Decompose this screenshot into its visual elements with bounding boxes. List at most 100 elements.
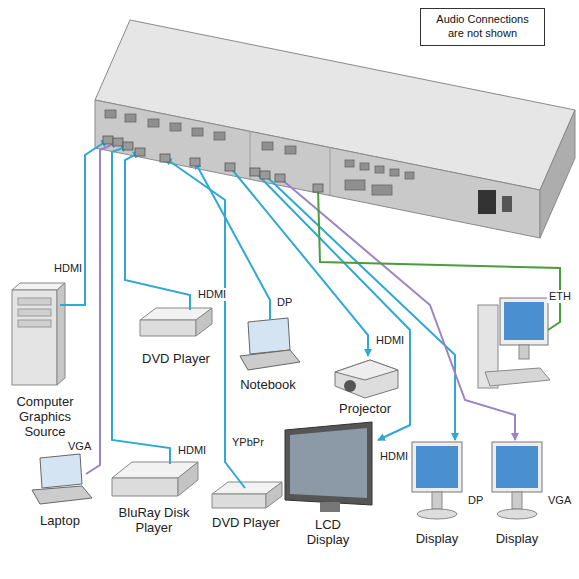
graphics-tower-icon (18, 320, 51, 327)
display-icon (417, 509, 457, 519)
device-name: LCD Display (298, 518, 358, 548)
note-text: Audio Connections are not shown (427, 13, 538, 41)
laptop-icon (32, 454, 92, 504)
switcher-chassis (95, 100, 540, 238)
projector-icon (335, 360, 398, 380)
notebook-icon (248, 318, 290, 354)
device-name: BluRay Disk Player (116, 506, 192, 536)
laptop-icon (32, 486, 92, 504)
signal-label: VGA (66, 440, 93, 453)
notebook-icon (240, 318, 300, 370)
pc-icon (519, 345, 529, 359)
cable-plug (225, 163, 235, 171)
cable-plug (313, 184, 323, 192)
cable (112, 146, 170, 464)
bluray-player-icon (178, 462, 198, 496)
display-icon (492, 442, 542, 519)
projector-icon (335, 360, 398, 398)
device-label: DVD Player (206, 516, 286, 533)
device-label: Computer Graphics Source (5, 395, 85, 442)
lcd-display-icon (285, 422, 372, 512)
cable-plug (123, 142, 133, 150)
graphics-tower-icon (12, 283, 65, 290)
pc-icon (504, 302, 544, 340)
signal-label: ETH (547, 290, 573, 303)
pc-icon (500, 298, 548, 345)
device-label: Notebook (228, 378, 308, 395)
device-name: Computer Graphics Source (5, 395, 85, 440)
panel-connectors (375, 166, 384, 173)
switcher-chassis (540, 110, 575, 238)
device-name: DVD Player (206, 516, 286, 531)
plug-layer (103, 136, 323, 192)
signal-label: DP (275, 296, 294, 309)
dvd-player-icon (196, 308, 212, 336)
dvd-player-icon (140, 308, 212, 336)
graphics-tower-icon (12, 283, 65, 385)
display-icon (497, 509, 537, 519)
display-icon (412, 442, 462, 492)
dvd-player-icon (212, 482, 282, 508)
panel-connectors (262, 142, 273, 150)
cable-plug (113, 138, 123, 146)
lcd-display-icon (285, 422, 372, 505)
device-name: Laptop (25, 514, 95, 529)
device-label: DVD Player (131, 352, 221, 369)
signal-label: HDMI (374, 334, 406, 347)
signal-label: VGA (546, 494, 573, 507)
cable-plug (275, 174, 285, 182)
panel-connectors (345, 180, 365, 190)
signal-label: DP (466, 494, 485, 507)
panel-connectors (105, 110, 414, 195)
device-label: Projector (330, 402, 400, 419)
device-name: Display (405, 532, 469, 547)
pc-icon (478, 298, 550, 388)
note-box: Audio Connections are not shown (420, 8, 545, 46)
panel-connectors (372, 185, 392, 195)
device-label: Display (405, 532, 469, 549)
bluray-player-icon (112, 462, 198, 496)
signal-label: HDMI (52, 262, 84, 275)
display-icon (432, 492, 442, 509)
device-label: BluRay Disk Player (116, 506, 192, 538)
notebook-icon (240, 350, 300, 370)
display-icon (416, 446, 458, 488)
power-inlet (478, 190, 512, 214)
device-label: LCD Display (298, 518, 358, 550)
device-name: Projector (330, 402, 400, 417)
power-inlet (478, 190, 496, 214)
panel-connectors (125, 114, 136, 122)
cable-plug (135, 148, 145, 156)
panel-connectors (148, 119, 159, 127)
display-icon (496, 446, 538, 488)
cable (86, 142, 118, 474)
projector-icon (344, 380, 356, 392)
lcd-display-icon (320, 502, 340, 512)
switcher-chassis (95, 20, 575, 238)
cable-plug (250, 168, 260, 176)
cable-plug (103, 136, 113, 144)
panel-connectors (170, 123, 181, 131)
power-inlet (502, 196, 512, 212)
dvd-player-icon (266, 482, 282, 508)
pc-icon (485, 368, 550, 386)
dvd-player-icon (140, 320, 196, 336)
device-name: Notebook (228, 378, 308, 393)
graphics-tower-icon (12, 290, 57, 385)
lcd-display-icon (290, 428, 367, 498)
panel-connectors (192, 128, 203, 136)
panel-connectors (405, 172, 414, 179)
cable (265, 175, 455, 440)
laptop-icon (40, 454, 82, 488)
projector-icon (335, 360, 398, 398)
cable-layer (60, 140, 560, 488)
graphics-tower-icon (18, 298, 51, 305)
cable-plug (160, 154, 170, 162)
cable (195, 162, 270, 320)
cable (125, 152, 190, 310)
panel-connectors (214, 132, 225, 140)
signal-label: HDMI (378, 450, 410, 463)
signal-label: YPbPr (230, 436, 266, 449)
